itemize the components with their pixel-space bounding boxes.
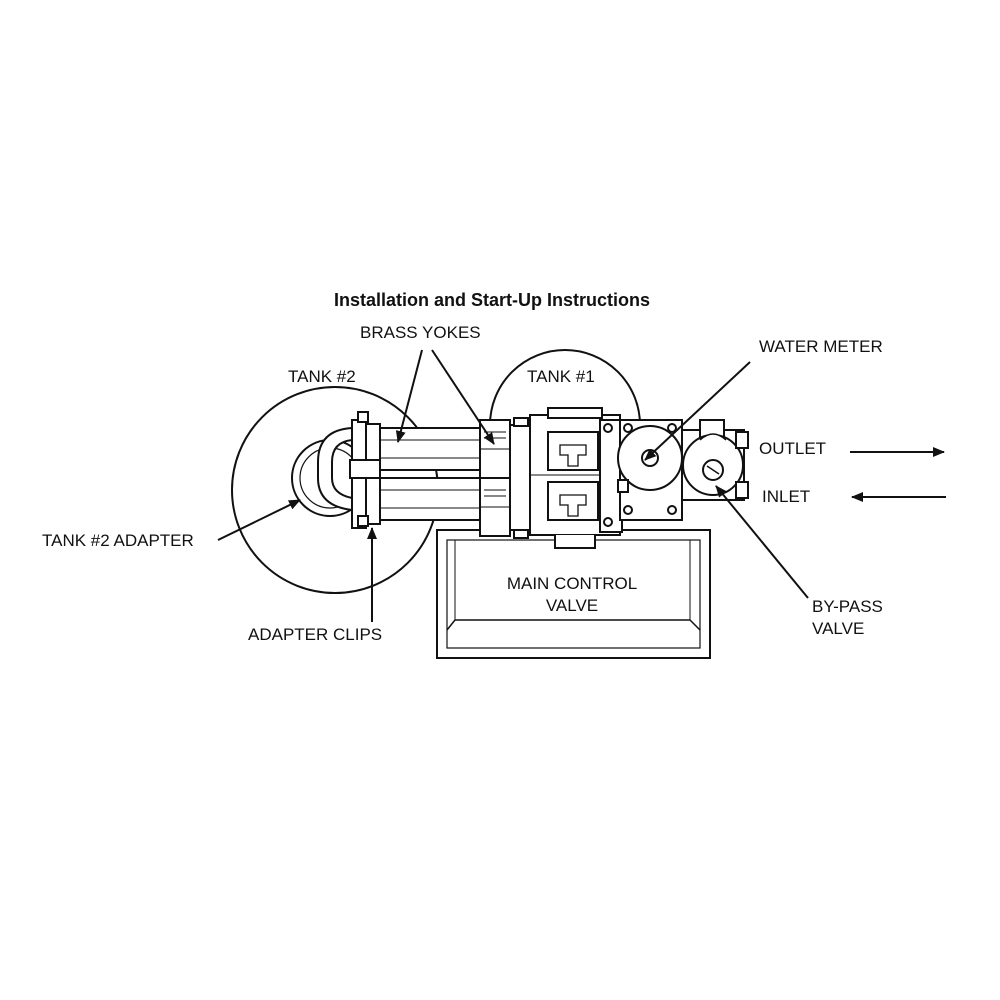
label-tank2-adapter: TANK #2 ADAPTER bbox=[42, 531, 194, 550]
yoke-connectors bbox=[479, 417, 531, 539]
bypass-valve bbox=[681, 419, 749, 501]
label-inlet: INLET bbox=[762, 487, 811, 506]
label-main-control-valve: MAIN CONTROL VALVE bbox=[487, 573, 657, 617]
main-valve-body bbox=[529, 407, 623, 549]
label-adapter-clips: ADAPTER CLIPS bbox=[248, 625, 383, 644]
label-bypass-valve: BY-PASS VALVE bbox=[812, 596, 883, 640]
label-bypass-line1: BY-PASS bbox=[812, 597, 883, 616]
water-meter-arrow bbox=[644, 361, 751, 461]
label-outlet: OUTLET bbox=[759, 439, 827, 458]
label-tank2: TANK #2 bbox=[288, 367, 356, 386]
brass-yokes-arrow-right bbox=[431, 349, 495, 445]
water-meter bbox=[617, 419, 683, 521]
main-control-valve-box bbox=[436, 529, 711, 659]
label-main-control-line1: MAIN CONTROL bbox=[506, 574, 638, 593]
label-tank1: TANK #1 bbox=[527, 367, 595, 386]
label-bypass-line2: VALVE bbox=[812, 619, 865, 639]
label-main-control-line2: VALVE bbox=[545, 596, 599, 616]
diagram-title: Installation and Start-Up Instructions bbox=[334, 290, 651, 310]
label-water-meter: WATER METER bbox=[759, 337, 883, 356]
tank2-adapter-arrow bbox=[217, 499, 301, 541]
tank1-outline bbox=[489, 349, 641, 426]
brass-yokes-arrow-left bbox=[395, 349, 423, 443]
label-brass-yokes: BRASS YOKES bbox=[360, 323, 481, 342]
adapter-flanges bbox=[349, 411, 381, 529]
bypass-valve-arrow bbox=[715, 485, 809, 599]
